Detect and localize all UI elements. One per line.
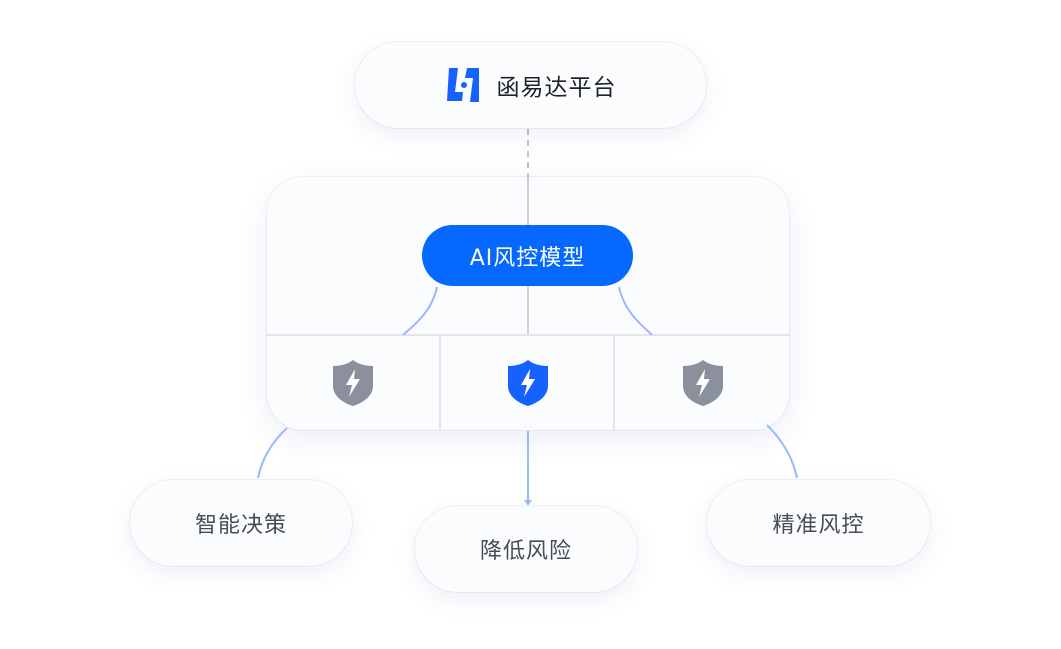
outcome-node-risk: 降低风险: [415, 506, 637, 592]
curve-left-inner: [402, 286, 438, 336]
ai-model-label: AI风控模型: [469, 245, 586, 271]
curve-right-outer: [766, 424, 798, 479]
shield-bolt-icon: [683, 360, 723, 406]
platform-node: 函易达平台: [355, 42, 706, 128]
ai-model-node: AI风控模型: [422, 225, 633, 286]
hanyida-logo-icon: [446, 68, 479, 102]
shield-bolt-icon: [508, 360, 548, 406]
outcome-node-precision: 精准风控: [707, 480, 930, 566]
curve-left-outer: [257, 427, 288, 479]
platform-name: 函易达平台: [496, 75, 617, 101]
outcome-node-decision: 智能决策: [130, 480, 352, 566]
outcome-label: 智能决策: [194, 513, 287, 538]
outcome-label: 精准风控: [772, 513, 865, 538]
shield-bolt-icon: [333, 360, 373, 406]
arrow-icon: [524, 500, 532, 506]
outcome-label: 降低风险: [479, 539, 572, 564]
curve-right-inner: [618, 286, 653, 336]
